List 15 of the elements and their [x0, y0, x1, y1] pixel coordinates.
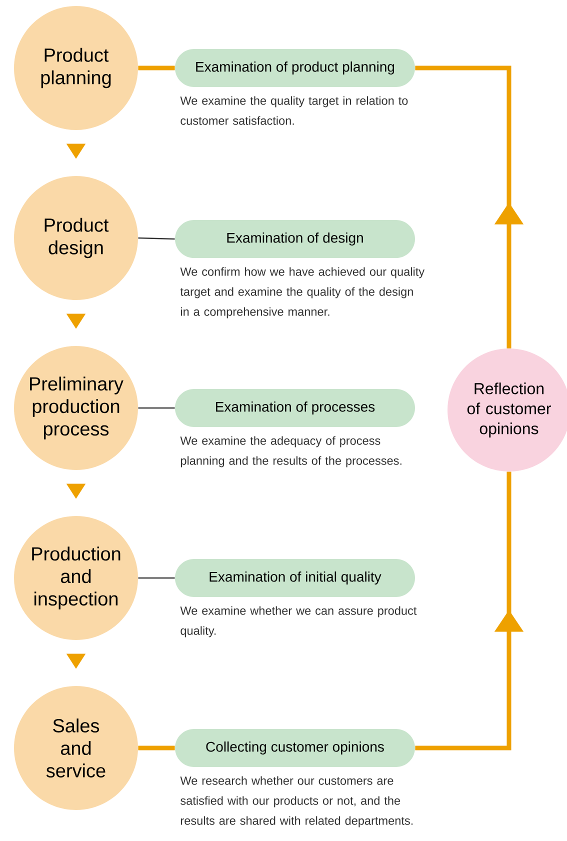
connector-line: [138, 237, 175, 240]
description-text: We examine whether we can assure product quality.: [180, 606, 417, 638]
review-pill: Examination of initial quality: [175, 559, 415, 597]
description-text: We examine the adequacy of process planning and the results of the processes.: [180, 436, 402, 468]
description-text: We confirm how we have achieved our quality target and examine the quality of the design in a comprehensive manner.: [180, 267, 425, 318]
connector-line: [138, 577, 175, 579]
review-pill: Examination of design: [175, 220, 415, 258]
connector-line: [138, 746, 175, 750]
connector-line: [138, 407, 175, 409]
review-pill: Collecting customer opinions: [175, 729, 415, 767]
description-text: We examine the quality target in relation to customer satisfaction.: [180, 96, 408, 125]
description-text: We research whether our customers are satisfied with our products or not, and the results are shared with related departments.: [180, 776, 413, 828]
review-pill: Examination of product planning: [175, 49, 415, 87]
review-pill: Examination of processes: [175, 389, 415, 427]
connector-line: [138, 66, 175, 70]
